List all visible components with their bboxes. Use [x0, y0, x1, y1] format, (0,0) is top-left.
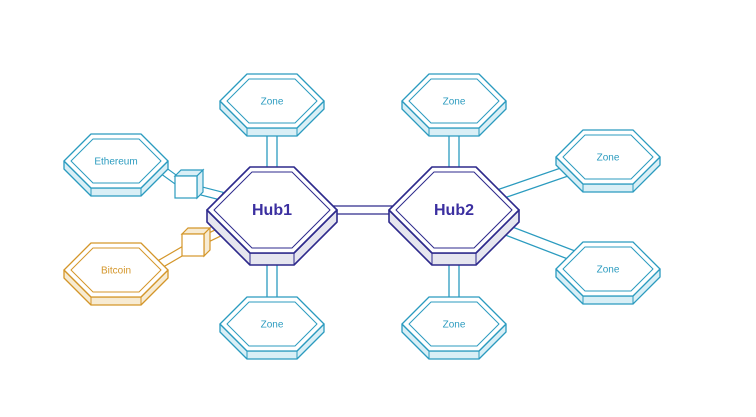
zone-hub1-bottom-label: Zone — [261, 320, 284, 331]
node-ethereum: Ethereum — [63, 133, 169, 197]
ethereum-label: Ethereum — [94, 157, 137, 168]
peg-zone-ethereum-cube-icon — [173, 168, 205, 200]
node-hub1: Hub1 — [206, 166, 338, 266]
node-bitcoin: Bitcoin — [63, 242, 169, 306]
hub2-label: Hub2 — [434, 202, 474, 219]
zone-hub2-top-label: Zone — [443, 97, 466, 108]
zone-hub1-top-label: Zone — [261, 97, 284, 108]
node-zone-hub1-top: Zone — [219, 73, 325, 137]
zone-hub2-bottom-label: Zone — [443, 320, 466, 331]
peg-zone-bitcoin-cube-icon — [180, 226, 212, 258]
hub1-label: Hub1 — [252, 202, 292, 219]
node-zone-hub2-bottom: Zone — [401, 296, 507, 360]
zone-hub2-upper-right-label: Zone — [597, 153, 620, 164]
bitcoin-label: Bitcoin — [101, 266, 131, 277]
zone-hub2-lower-right-label: Zone — [597, 265, 620, 276]
node-zone-hub2-lower-right: Zone — [555, 241, 661, 305]
node-zone-hub2-top: Zone — [401, 73, 507, 137]
node-hub2: Hub2 — [388, 166, 520, 266]
node-zone-hub1-bottom: Zone — [219, 296, 325, 360]
node-zone-hub2-upper-right: Zone — [555, 129, 661, 193]
